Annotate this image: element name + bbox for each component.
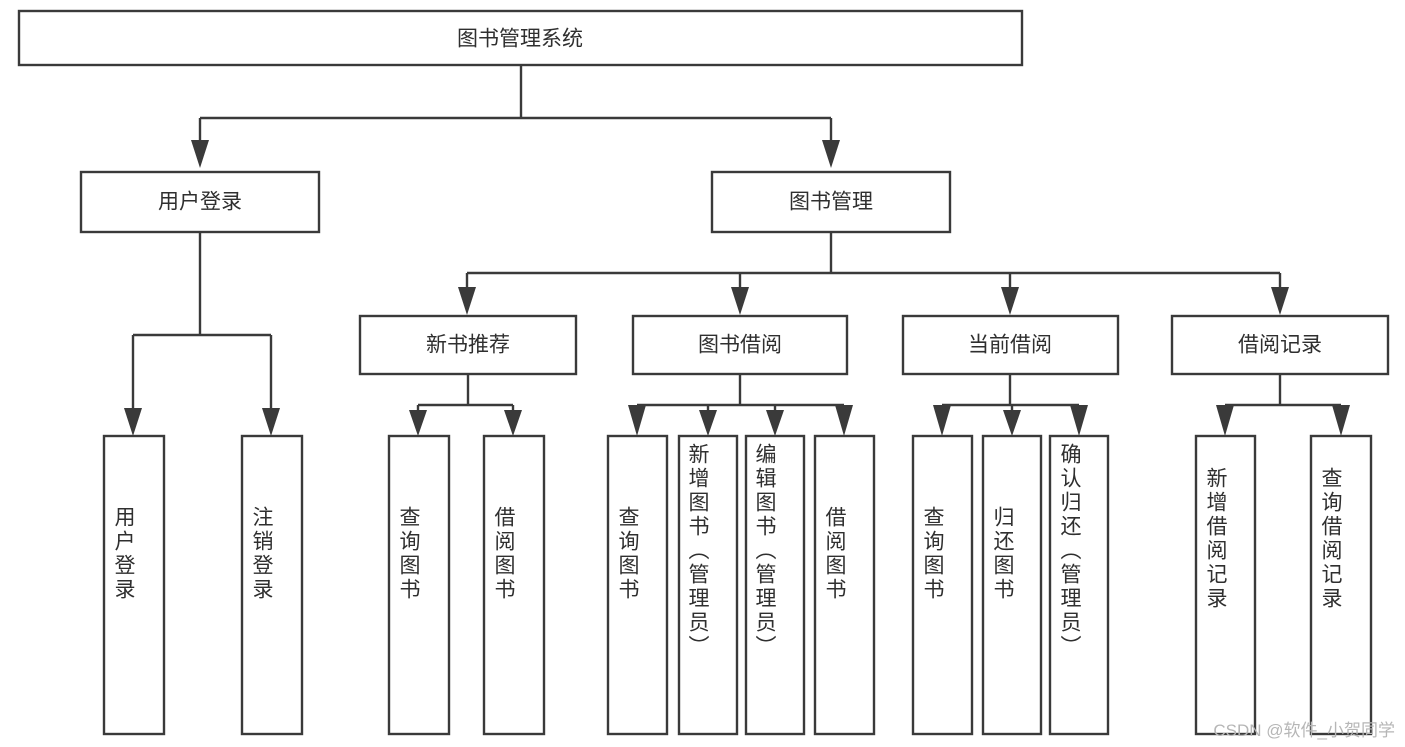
arrowhead-bookborrow-leaf-3 <box>766 410 784 436</box>
leaf-box-currentborrow-1[interactable] <box>911 434 974 736</box>
arrowhead-root-to-login <box>191 140 209 168</box>
node-root-label: 图书管理系统 <box>457 28 583 51</box>
leaf-box-bookborrow-4[interactable] <box>813 434 876 736</box>
node-new-book-recommend-label: 新书推荐 <box>426 334 510 357</box>
arrowhead-bookborrow-leaf-1 <box>628 405 646 436</box>
arrowhead-login-leaf-1 <box>124 408 142 436</box>
arrowhead-currentborrow-leaf-2 <box>1003 410 1021 436</box>
leaf-box-records-2[interactable] <box>1309 434 1373 736</box>
leaf-box-user-login-2[interactable] <box>240 434 304 736</box>
arrowhead-to-records <box>1271 287 1289 315</box>
arrowhead-to-borrow <box>731 287 749 315</box>
arrowhead-newbook-leaf-1 <box>409 410 427 436</box>
leaf-box-bookborrow-2[interactable] <box>677 434 739 736</box>
arrowhead-to-newbook <box>458 287 476 315</box>
leaf-box-currentborrow-2[interactable] <box>981 434 1043 736</box>
node-book-borrow-label: 图书借阅 <box>698 334 782 357</box>
node-new-book-recommend[interactable] <box>358 314 578 376</box>
node-borrow-records-label: 借阅记录 <box>1238 334 1322 357</box>
leaf-box-user-login-1[interactable] <box>102 434 166 736</box>
leaf-box-bookborrow-3[interactable] <box>744 434 806 736</box>
leaf-box-currentborrow-3[interactable] <box>1048 434 1110 736</box>
arrowhead-bookborrow-leaf-2 <box>699 410 717 436</box>
node-current-borrow[interactable] <box>901 314 1120 376</box>
node-borrow-records[interactable] <box>1170 314 1390 376</box>
node-user-login-label: 用户登录 <box>158 191 242 214</box>
arrowhead-login-leaf-2 <box>262 408 280 436</box>
node-current-borrow-label: 当前借阅 <box>968 334 1052 357</box>
node-root[interactable] <box>17 9 1024 67</box>
leaf-box-bookborrow-1[interactable] <box>606 434 669 736</box>
arrowhead-currentborrow-leaf-1 <box>933 405 951 436</box>
leaf-box-records-1[interactable] <box>1194 434 1257 736</box>
arrowhead-root-to-bookmgmt <box>822 140 840 168</box>
node-book-borrow[interactable] <box>631 314 849 376</box>
arrowhead-records-leaf-2 <box>1332 405 1350 436</box>
arrowhead-newbook-leaf-2 <box>504 410 522 436</box>
leaf-box-newbook-2[interactable] <box>482 434 546 736</box>
arrowhead-records-leaf-1 <box>1216 405 1234 436</box>
arrowhead-bookborrow-leaf-4 <box>835 405 853 436</box>
node-book-management[interactable] <box>710 170 952 234</box>
node-book-management-label: 图书管理 <box>789 191 873 214</box>
leaf-box-newbook-1[interactable] <box>387 434 451 736</box>
arrowhead-currentborrow-leaf-3 <box>1070 405 1088 436</box>
arrowhead-to-current <box>1001 287 1019 315</box>
csdn-watermark: CSDN @软件_小贺同学 <box>1213 721 1395 740</box>
